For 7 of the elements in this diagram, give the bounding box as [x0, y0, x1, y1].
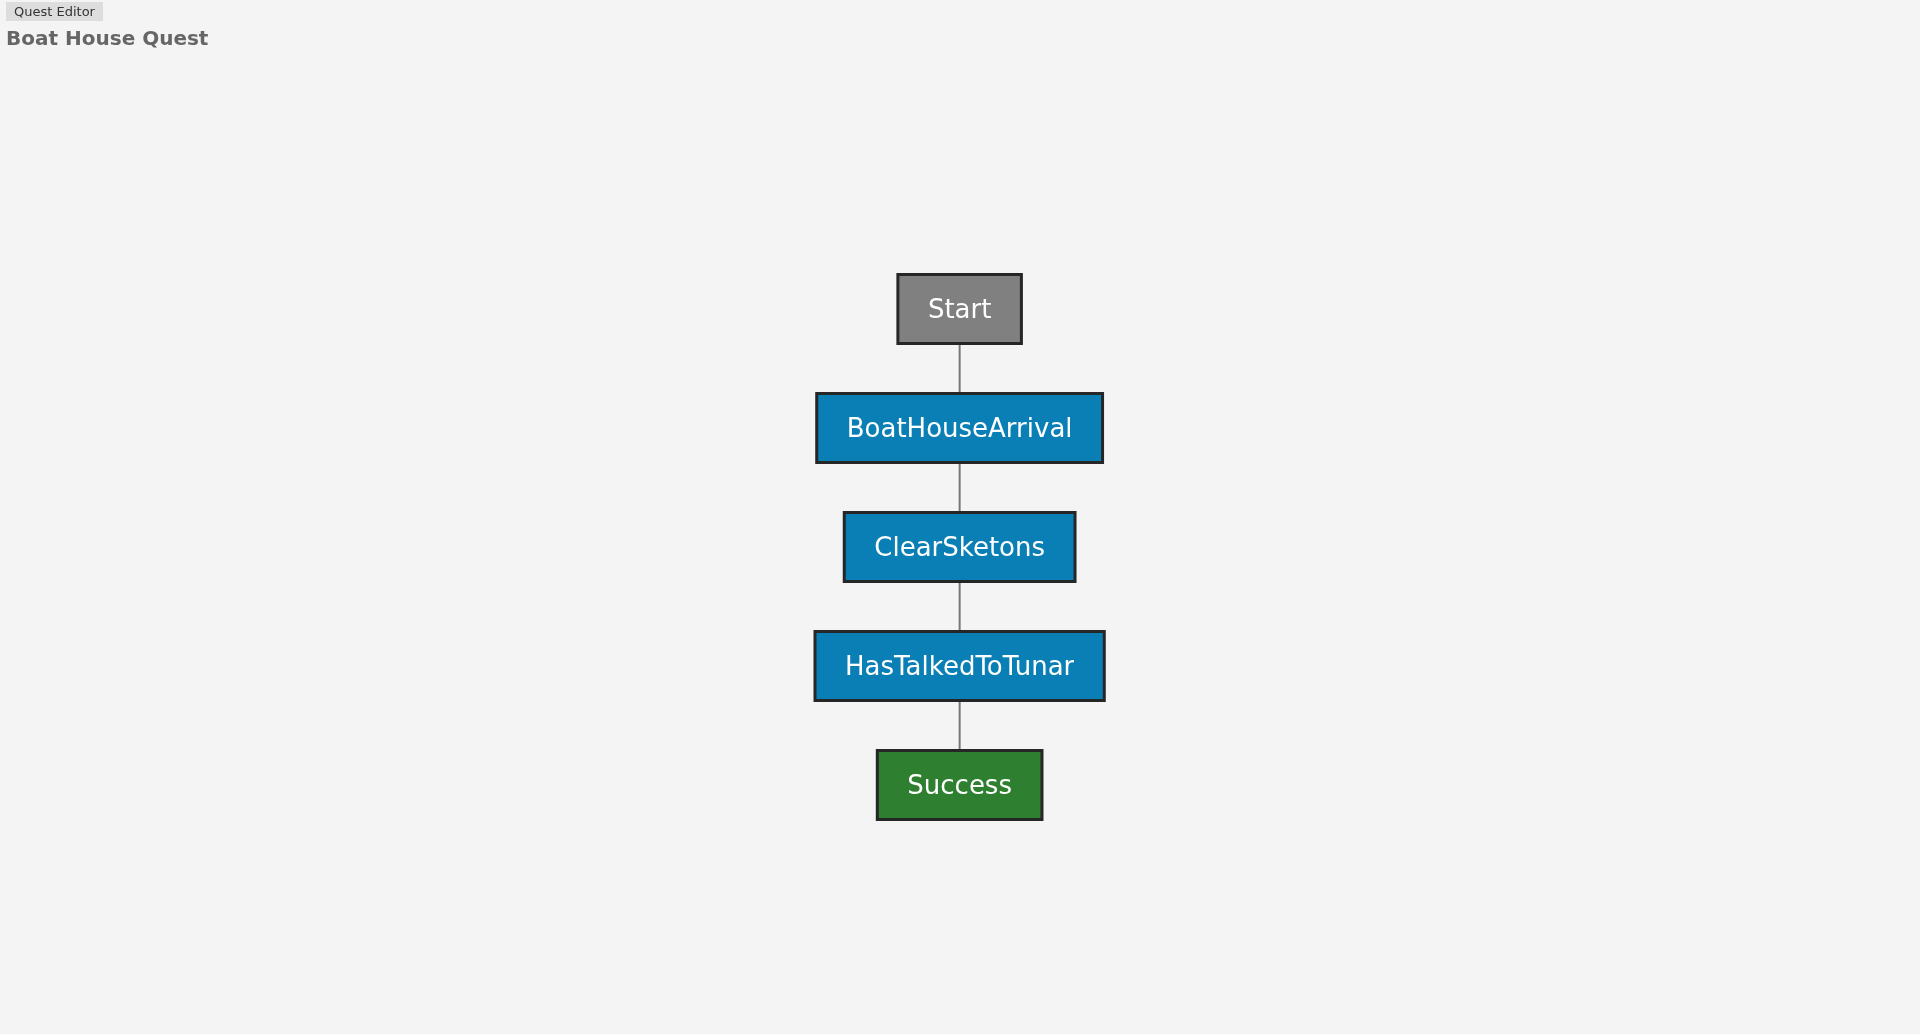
diagram-title: Boat House Quest — [6, 26, 209, 50]
node-box: Start — [896, 273, 1024, 345]
node-box: Success — [876, 749, 1044, 821]
node-box: BoatHouseArrival — [815, 392, 1105, 464]
node-box: ClearSketons — [843, 511, 1077, 583]
window-tab: Quest Editor — [6, 2, 103, 21]
node-box: HasTalkedToTunar — [813, 630, 1107, 702]
